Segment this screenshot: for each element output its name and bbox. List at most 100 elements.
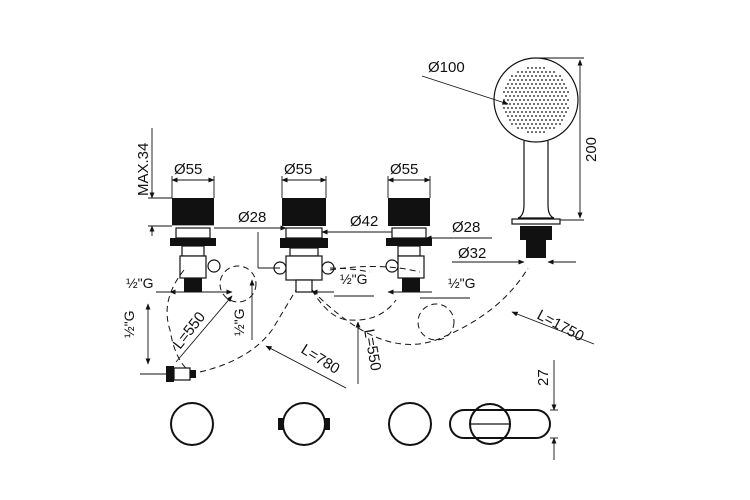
nozzle-dot bbox=[503, 107, 505, 109]
nozzle-dot bbox=[549, 119, 551, 121]
top-view-handle-right bbox=[388, 402, 432, 446]
nozzle-dot bbox=[527, 131, 529, 133]
nozzle-dot bbox=[545, 119, 547, 121]
nozzle-dot bbox=[553, 127, 555, 129]
nozzle-dot bbox=[511, 115, 513, 117]
nozzle-dot bbox=[545, 87, 547, 89]
nozzle-dot bbox=[557, 111, 559, 113]
nozzle-dot bbox=[541, 111, 543, 113]
nozzle-dot bbox=[515, 75, 517, 77]
top-view-shower-holder bbox=[449, 403, 551, 445]
nozzle-dot bbox=[519, 99, 521, 101]
nozzle-dot bbox=[535, 99, 537, 101]
nozzle-dot bbox=[563, 83, 565, 85]
nozzle-dot bbox=[529, 95, 531, 97]
nozzle-dot bbox=[537, 79, 539, 81]
shower-holder-stem bbox=[526, 240, 546, 258]
nozzle-dot bbox=[563, 91, 565, 93]
nozzle-dot bbox=[543, 99, 545, 101]
nozzle-dot bbox=[565, 103, 567, 105]
nozzle-dot bbox=[509, 87, 511, 89]
nozzle-dot bbox=[509, 119, 511, 121]
nozzle-dot bbox=[517, 71, 519, 73]
nozzle-dot bbox=[527, 67, 529, 69]
nozzle-dot bbox=[531, 107, 533, 109]
nozzle-dot bbox=[557, 95, 559, 97]
nozzle-dot bbox=[557, 87, 559, 89]
nozzle-dot bbox=[545, 127, 547, 129]
nozzle-dot bbox=[561, 103, 563, 105]
nozzle-dot bbox=[567, 91, 569, 93]
nozzle-dot bbox=[515, 99, 517, 101]
nozzle-dot bbox=[509, 95, 511, 97]
nozzle-dot bbox=[559, 75, 561, 77]
nozzle-dot bbox=[559, 115, 561, 117]
nozzle-dot bbox=[517, 103, 519, 105]
nozzle-dot bbox=[563, 115, 565, 117]
nozzle-dot bbox=[561, 111, 563, 113]
nozzle-dot bbox=[549, 127, 551, 129]
nozzle-dot bbox=[563, 107, 565, 109]
nozzle-dot bbox=[517, 87, 519, 89]
nozzle-dot bbox=[535, 123, 537, 125]
nozzle-dot bbox=[555, 91, 557, 93]
nozzle-dot bbox=[513, 119, 515, 121]
nozzle-dot bbox=[553, 71, 555, 73]
nozzle-dot bbox=[537, 111, 539, 113]
shower-holder bbox=[520, 226, 552, 240]
nozzle-dot bbox=[555, 83, 557, 85]
nozzle-dot bbox=[527, 123, 529, 125]
nozzle-dot bbox=[507, 107, 509, 109]
nozzle-dot bbox=[549, 111, 551, 113]
nozzle-dot bbox=[541, 127, 543, 129]
nozzle-dot bbox=[539, 67, 541, 69]
nozzle-dot bbox=[527, 99, 529, 101]
nozzle-dot bbox=[533, 103, 535, 105]
nozzle-dot bbox=[517, 111, 519, 113]
nozzle-dot bbox=[525, 71, 527, 73]
nozzle-dot bbox=[509, 79, 511, 81]
nozzle-dot bbox=[525, 95, 527, 97]
nozzle-dot bbox=[535, 75, 537, 77]
nozzle-dot bbox=[559, 123, 561, 125]
nozzle-dot bbox=[539, 131, 541, 133]
nozzle-dot bbox=[519, 115, 521, 117]
body-dia-label-middle: Ø42 bbox=[350, 213, 378, 230]
nozzle-dot bbox=[557, 103, 559, 105]
hose-length-label-4: L=1750 bbox=[534, 307, 587, 346]
nozzle-dot bbox=[561, 95, 563, 97]
nozzle-dot bbox=[519, 123, 521, 125]
nozzle-dot bbox=[529, 111, 531, 113]
nozzle-dot bbox=[521, 71, 523, 73]
nozzle-dot bbox=[549, 79, 551, 81]
nozzle-dot bbox=[505, 111, 507, 113]
nozzle-dot bbox=[531, 99, 533, 101]
nozzle-dot bbox=[545, 95, 547, 97]
nozzle-dot bbox=[533, 71, 535, 73]
nozzle-dot bbox=[507, 91, 509, 93]
nozzle-dot bbox=[535, 67, 537, 69]
nozzle-dot bbox=[539, 115, 541, 117]
nozzle-dot bbox=[543, 75, 545, 77]
nozzle-dot bbox=[535, 83, 537, 85]
nozzle-dot bbox=[541, 119, 543, 121]
nozzle-dot bbox=[541, 79, 543, 81]
nozzle-dot bbox=[525, 79, 527, 81]
nozzle-dot bbox=[511, 99, 513, 101]
thread-label-3: ½"G bbox=[340, 271, 368, 287]
nozzle-dot bbox=[547, 123, 549, 125]
top-view-handle-left bbox=[170, 402, 214, 446]
nozzle-dot bbox=[511, 83, 513, 85]
handle-dia-label-left: Ø55 bbox=[174, 161, 202, 178]
nozzle-dot bbox=[513, 79, 515, 81]
nozzle-dot bbox=[531, 91, 533, 93]
nozzle-dot bbox=[551, 91, 553, 93]
nozzle-dot bbox=[531, 115, 533, 117]
nozzle-dot bbox=[559, 91, 561, 93]
nozzle-dot bbox=[515, 91, 517, 93]
nozzle-dot bbox=[543, 123, 545, 125]
nozzle-dot bbox=[533, 79, 535, 81]
nozzle-dot bbox=[527, 115, 529, 117]
nozzle-dot bbox=[503, 99, 505, 101]
